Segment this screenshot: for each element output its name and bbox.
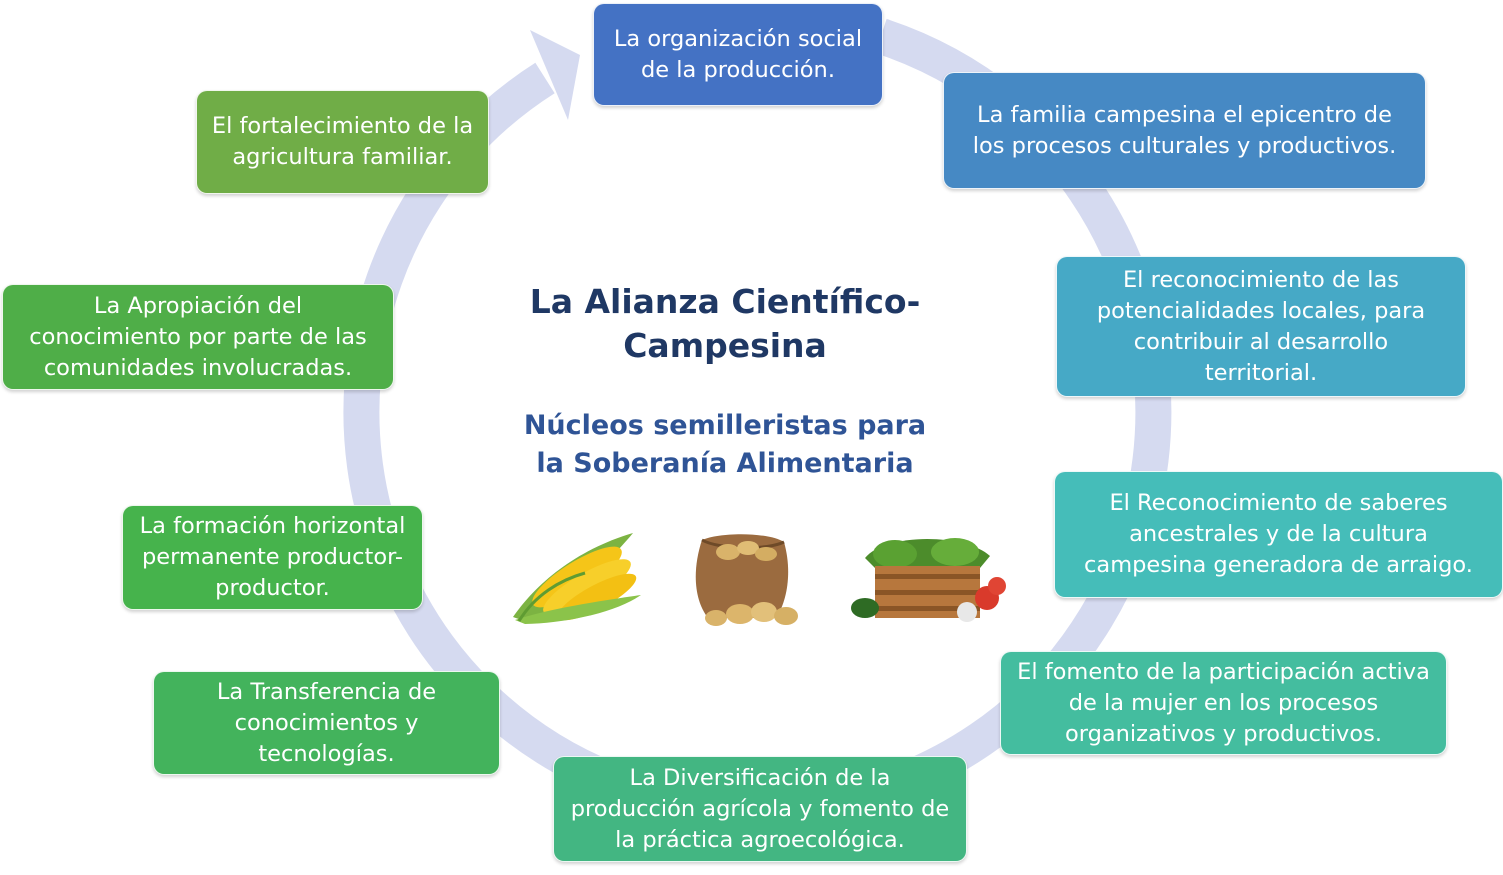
node-text-line: organizativos y productivos. bbox=[1064, 720, 1383, 747]
node-apropiacion: La Apropiación del conocimiento por parte… bbox=[2, 284, 394, 390]
node-text-line: producción agrícola y fomento de bbox=[570, 795, 950, 822]
node-text-line: contribuir al desarrollo bbox=[1133, 328, 1389, 355]
node-text-line: ancestrales y de la cultura bbox=[1129, 521, 1428, 547]
node-text-line: potencialidades locales, para bbox=[1096, 297, 1426, 324]
title-line-1: La Alianza Científico- bbox=[529, 282, 921, 321]
node-text-line: los procesos culturales y productivos. bbox=[972, 132, 1397, 159]
node-text-line: la práctica agroecológica. bbox=[615, 826, 905, 853]
title-line-2: Campesina bbox=[623, 326, 827, 365]
node-text-line: El reconocimiento de las bbox=[1122, 266, 1400, 293]
node-text-line: El fortalecimiento de la bbox=[211, 113, 474, 139]
node-organizacion-social: La organización social de la producción. bbox=[593, 3, 883, 106]
node-text-line: La Apropiación del bbox=[93, 292, 303, 319]
node-text-line: La formación horizontal bbox=[139, 513, 406, 539]
node-text-line: La Diversificación de la bbox=[629, 764, 891, 791]
cycle-arrow-head bbox=[530, 30, 580, 120]
node-transferencia: La Transferencia de conocimientos y tecnol… bbox=[153, 671, 500, 775]
node-text-line: de la mujer en los procesos bbox=[1068, 689, 1379, 716]
vegetable-crate-illustration bbox=[851, 538, 1006, 622]
diagram-title: La Alianza Científico- Campesina bbox=[470, 280, 980, 368]
node-text-line: permanente productor- bbox=[141, 544, 404, 570]
node-text-line: territorial. bbox=[1204, 359, 1318, 386]
node-familia-campesina: La familia campesina el epicentro de los … bbox=[943, 72, 1426, 189]
node-text-line: El Reconocimiento de saberes bbox=[1109, 490, 1448, 516]
subtitle-line-1: Núcleos semilleristas para bbox=[523, 410, 927, 441]
node-potencialidades-locales: El reconocimiento de las potencialidades … bbox=[1056, 256, 1466, 397]
node-text-line: La familia campesina el epicentro de bbox=[977, 101, 1392, 128]
node-text-line: El fomento de la participación activa bbox=[1017, 658, 1430, 685]
node-agricultura-familiar: El fortalecimiento de la agricultura fami… bbox=[196, 90, 489, 194]
node-text-line: tecnologías. bbox=[258, 740, 395, 767]
node-text-line: campesina generadora de arraigo. bbox=[1084, 552, 1473, 578]
subtitle-line-2: la Soberanía Alimentaria bbox=[536, 448, 914, 479]
node-participacion-mujer: El fomento de la participación activa de … bbox=[1000, 651, 1447, 755]
node-text-line: agricultura familiar. bbox=[232, 144, 453, 170]
node-text-line: productor. bbox=[215, 575, 330, 601]
node-text-line: comunidades involucradas. bbox=[43, 354, 353, 381]
diagram-subtitle: Núcleos semilleristas para la Soberanía … bbox=[470, 407, 980, 483]
node-text-line: La Transferencia de bbox=[216, 678, 437, 705]
corn-illustration bbox=[513, 533, 641, 624]
node-text-line: de la producción. bbox=[640, 56, 835, 83]
potato-sack-illustration bbox=[695, 534, 798, 626]
node-diversificacion: La Diversificación de la producción agríc… bbox=[553, 756, 967, 862]
node-saberes-ancestrales: El Reconocimiento de saberes ancestrales … bbox=[1054, 471, 1503, 598]
node-text-line: conocimientos y bbox=[234, 709, 419, 736]
node-formacion-horizontal: La formación horizontal permanente produc… bbox=[122, 505, 423, 610]
node-text-line: La organización social bbox=[613, 25, 863, 52]
node-text-line: conocimiento por parte de las bbox=[29, 323, 367, 350]
